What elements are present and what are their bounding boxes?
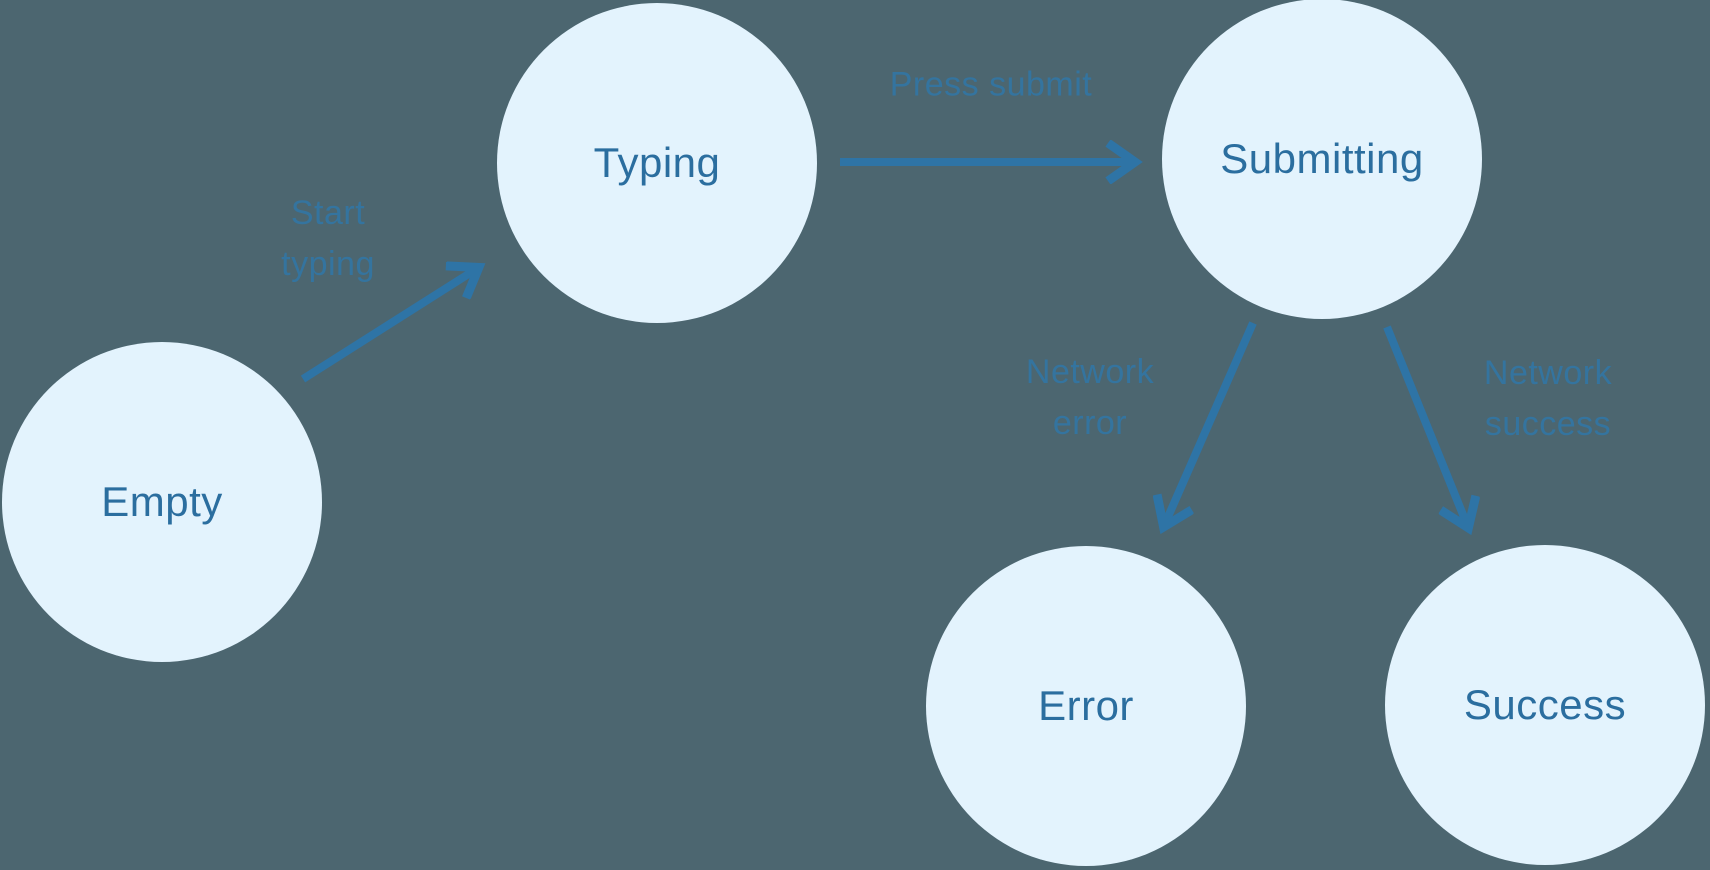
node-submitting-label: Submitting — [1220, 135, 1424, 182]
edge-label-network-error: Network error — [1025, 353, 1155, 442]
node-typing-label: Typing — [593, 139, 721, 186]
node-error[interactable]: Error — [926, 546, 1246, 866]
node-success-label: Success — [1463, 681, 1627, 728]
node-empty-label: Empty — [101, 478, 223, 525]
edge-label-start-typing: Start typing — [281, 194, 375, 283]
node-typing[interactable]: Typing — [497, 3, 817, 323]
node-success[interactable]: Success — [1385, 545, 1705, 865]
node-empty[interactable]: Empty — [2, 342, 322, 662]
node-submitting[interactable]: Submitting — [1162, 0, 1482, 319]
edge-label-press-submit: Press submit — [889, 65, 1093, 104]
node-error-label: Error — [1038, 682, 1134, 729]
edge-label-network-success: Network success — [1483, 354, 1613, 443]
